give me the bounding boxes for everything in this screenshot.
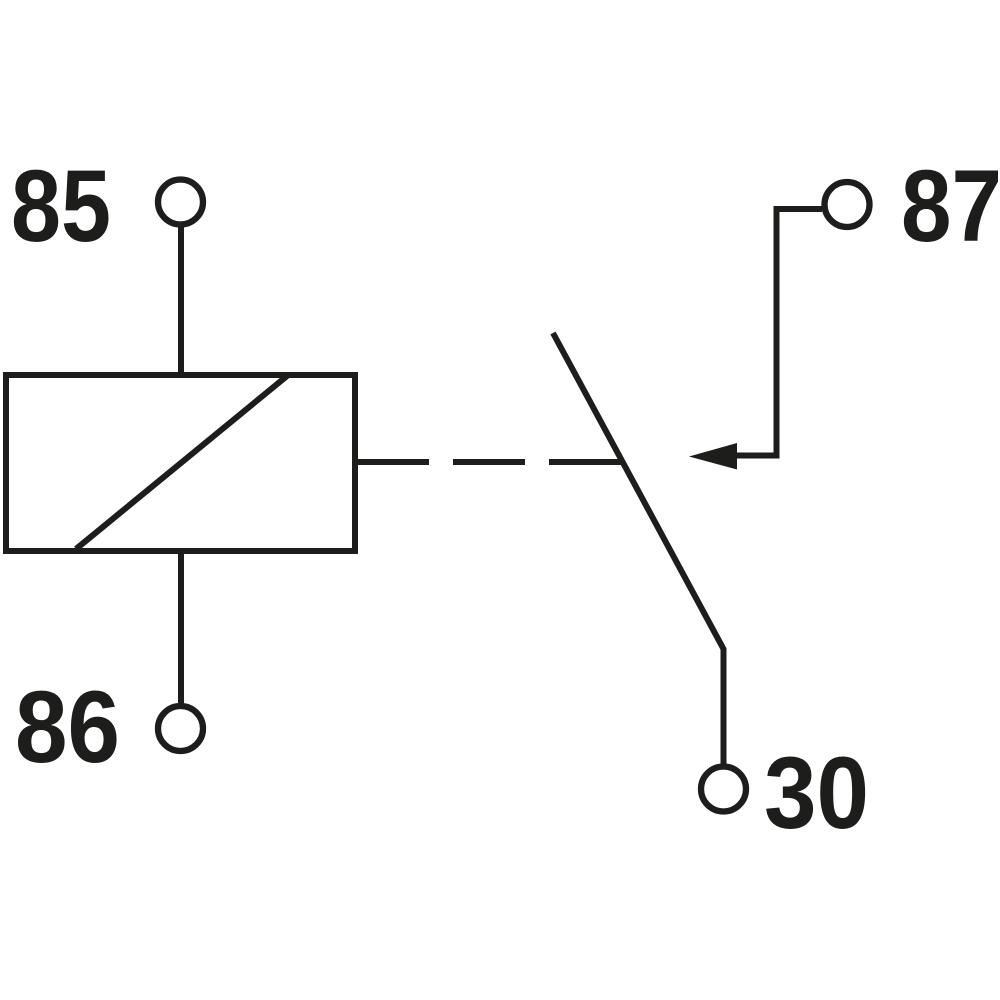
svg-text:87: 87 <box>901 149 1000 263</box>
svg-text:86: 86 <box>15 670 120 784</box>
svg-text:85: 85 <box>11 149 111 263</box>
svg-text:30: 30 <box>764 736 869 850</box>
